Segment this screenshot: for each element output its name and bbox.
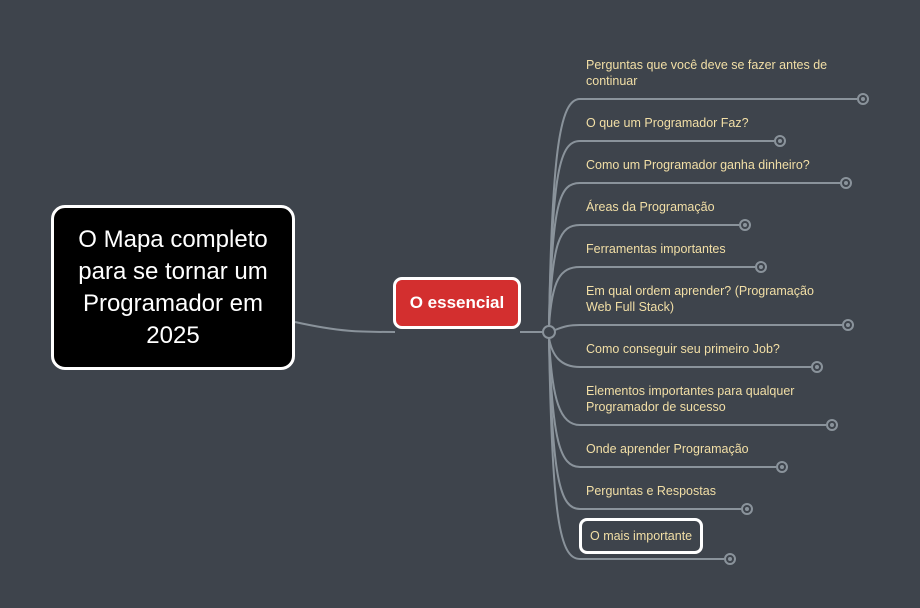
topic-node[interactable]: Como um Programador ganha dinheiro? (586, 158, 810, 172)
main-label: O essencial (409, 293, 505, 312)
root-label: O Mapa completo para se tornar um Progra… (78, 225, 268, 349)
root-node[interactable]: O Mapa completo para se tornar um Progra… (51, 205, 295, 370)
hub-node (542, 325, 556, 339)
main-node-essencial[interactable]: O essencial (393, 277, 521, 329)
topic-node[interactable]: Perguntas e Respostas (586, 484, 716, 498)
topic-node[interactable]: Elementos importantes para qualquer Prog… (586, 384, 795, 414)
topic-node[interactable]: Ferramentas importantes (586, 242, 726, 256)
topic-node[interactable]: Perguntas que você deve se fazer antes d… (586, 58, 828, 88)
topic-node-selected[interactable]: O mais importante (579, 518, 704, 554)
topic-node[interactable]: Como conseguir seu primeiro Job? (586, 342, 780, 356)
topic-node[interactable]: Em qual ordem aprender? (Programação Web… (586, 284, 814, 314)
topic-node[interactable]: O que um Programador Faz? (586, 116, 749, 130)
topic-node[interactable]: Onde aprender Programação (586, 442, 749, 456)
topic-node[interactable]: Áreas da Programação (586, 200, 715, 214)
